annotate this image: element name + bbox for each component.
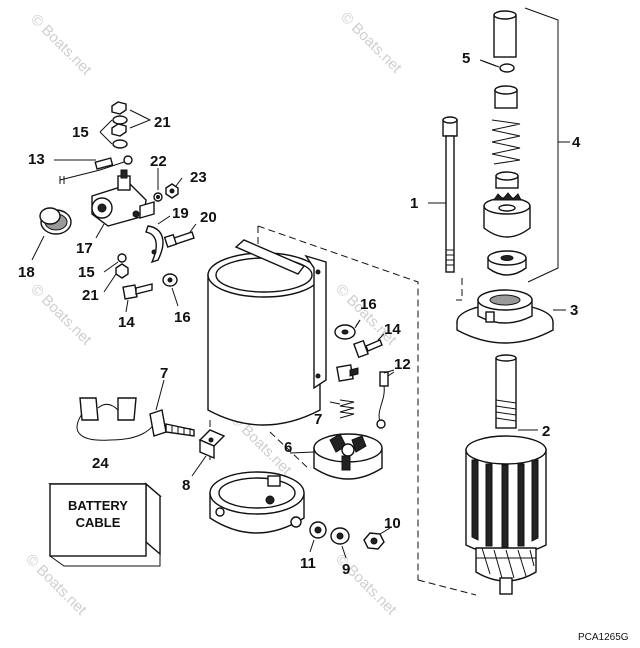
assembly-line-right [417, 278, 477, 596]
lead-wire-13 [59, 155, 133, 184]
leader-10 [379, 527, 391, 535]
mounting-strap-19 [145, 225, 164, 264]
callout-13: 13 [28, 151, 45, 168]
callout-8: 8 [182, 477, 190, 494]
callout-14-left: 14 [118, 314, 135, 331]
callout-12: 12 [394, 356, 411, 373]
callout-21-top: 21 [154, 114, 171, 131]
nut-21-left [115, 263, 129, 279]
leader-23 [175, 177, 183, 187]
washer-16-left [162, 273, 178, 287]
leader-7-right [329, 401, 341, 405]
washer-9 [330, 527, 350, 545]
drive-end-cap-3 [456, 289, 554, 344]
callout-5: 5 [462, 50, 470, 67]
leader-11 [309, 539, 315, 553]
leader-6 [289, 451, 315, 454]
leader-21-top [129, 109, 152, 129]
bracket-4 [524, 7, 559, 283]
collar [494, 85, 518, 109]
leader-15-top [99, 119, 113, 145]
callout-7-right: 7 [314, 411, 322, 428]
leader-8 [191, 455, 207, 477]
callout-10: 10 [384, 515, 401, 532]
callout-23: 23 [190, 169, 207, 186]
callout-11: 11 [300, 555, 316, 572]
leader-17 [95, 223, 105, 239]
anti-drift-spring [491, 119, 521, 165]
leader-15-left [103, 261, 119, 273]
pinion-cap [493, 10, 517, 58]
leader-21-left [103, 273, 117, 293]
callout-9: 9 [342, 561, 350, 578]
lockwasher-15-left [117, 253, 127, 263]
washer-16-right [334, 319, 361, 340]
leader-16-left [171, 287, 179, 307]
leader-9 [341, 545, 347, 559]
callout-3: 3 [570, 302, 578, 319]
callout-7-left: 7 [160, 365, 168, 382]
battery-label-line2: CABLE [76, 515, 121, 530]
leader-14-left [125, 299, 129, 313]
spring-cup [495, 171, 519, 189]
nut-10 [363, 532, 385, 550]
screw-14-left [122, 283, 153, 300]
callout-21-left: 21 [82, 287, 99, 304]
brush-plate-6 [313, 433, 383, 480]
leader-20 [189, 223, 197, 233]
callout-15-top: 15 [72, 124, 89, 141]
leader-5 [479, 59, 497, 67]
boot-18 [39, 207, 72, 235]
pinion-nut [487, 250, 527, 276]
battery-cable-box-24 [48, 482, 162, 567]
solenoid-17 [91, 169, 155, 227]
callout-1: 1 [410, 195, 418, 212]
brushes-7-left [76, 397, 195, 441]
callout-20: 20 [200, 209, 217, 226]
commutator-end-cap [209, 471, 305, 534]
watermark-top-left: © Boats.net [27, 11, 95, 79]
callout-6: 6 [284, 439, 292, 456]
callout-18: 18 [18, 264, 35, 281]
callout-22: 22 [150, 153, 167, 170]
callout-24: 24 [92, 455, 109, 472]
nut-23 [165, 183, 179, 199]
callout-4: 4 [572, 134, 581, 151]
callout-16-right: 16 [360, 296, 377, 313]
leader-7-left [155, 379, 165, 411]
field-frame [207, 239, 327, 426]
brush-7-right [336, 364, 359, 419]
battery-label-line1: BATTERY [68, 498, 128, 513]
reference-code: PCA1265G [578, 632, 629, 643]
screw-20 [163, 231, 195, 248]
watermark-top-center: © Boats.net [337, 9, 405, 77]
washer-22 [153, 192, 163, 202]
thru-bolt-1 [442, 116, 458, 273]
leader-16-right [355, 319, 361, 327]
screw-14-right [353, 339, 383, 359]
callout-19: 19 [172, 205, 189, 222]
assembly-line-frame [257, 225, 419, 580]
armature-2 [465, 354, 547, 595]
callout-16-left: 16 [174, 309, 191, 326]
leader-19 [157, 215, 171, 225]
drive-pinion [483, 192, 531, 238]
washer-11 [309, 521, 327, 539]
callout-14-right: 14 [384, 321, 401, 338]
callout-17: 17 [76, 240, 93, 257]
terminal-screw-12 [376, 369, 395, 429]
callout-15-left: 15 [78, 264, 95, 281]
brush-bracket-8 [198, 429, 226, 460]
callout-2: 2 [542, 423, 550, 440]
hardware-stack-21-15 [111, 101, 128, 149]
leader-18 [31, 235, 45, 261]
leader-12 [387, 371, 395, 377]
callout-labels: 1 2 3 4 5 6 7 7 8 9 10 11 12 13 14 14 15… [18, 50, 581, 578]
leader-14-right [377, 333, 385, 341]
